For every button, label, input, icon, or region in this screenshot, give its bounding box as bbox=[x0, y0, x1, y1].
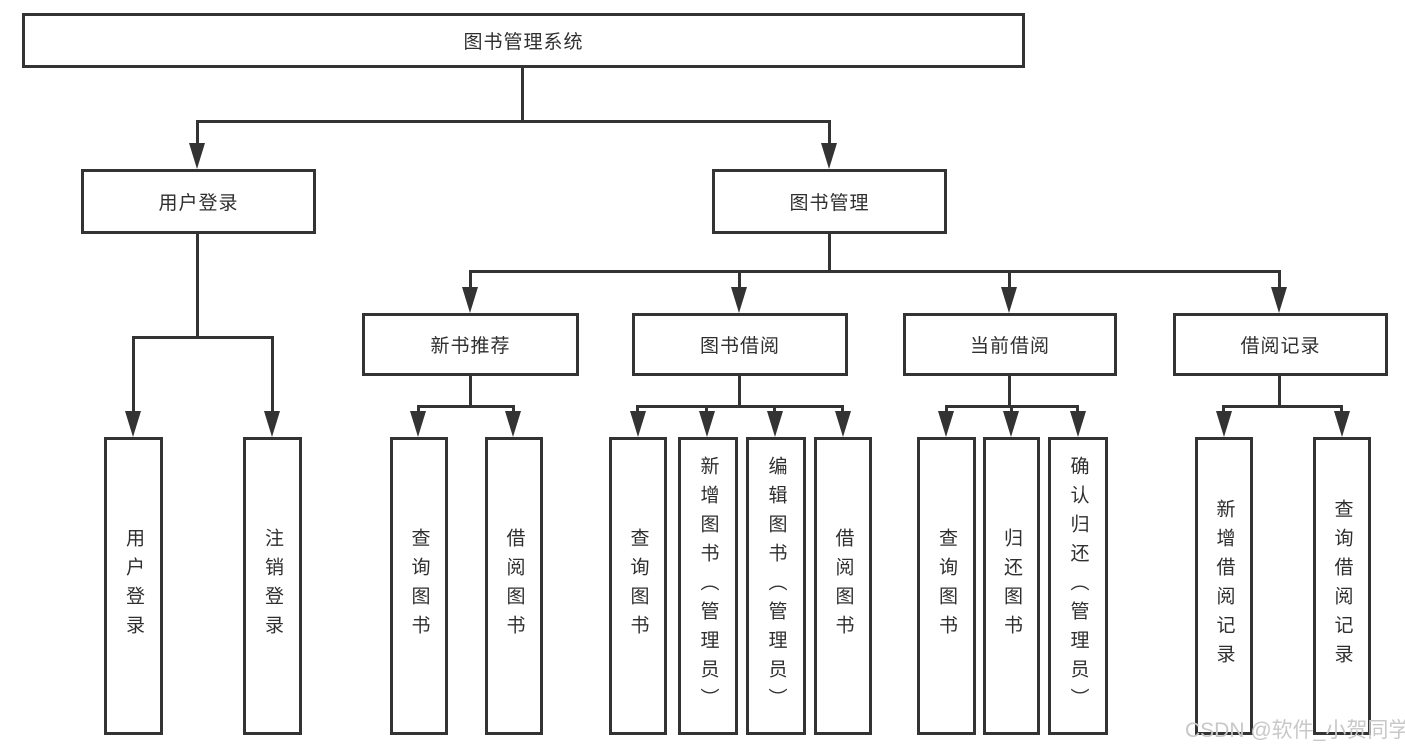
node-book-borrow: 图书借阅 bbox=[632, 313, 848, 376]
arrow-down-icon bbox=[630, 411, 646, 437]
connector-line bbox=[469, 270, 472, 290]
leaf-records-add-record: 新增借阅记录 bbox=[1195, 437, 1253, 735]
leaf-borrow-borrow-books: 借阅图书 bbox=[814, 437, 872, 735]
connector-line bbox=[828, 120, 831, 146]
node-new-book-rec: 新书推荐 bbox=[362, 313, 579, 376]
leaf-borrow-borrow-books-label: 借阅图书 bbox=[832, 528, 854, 644]
connector-line bbox=[196, 234, 199, 338]
leaf-current-return-books-label: 归还图书 bbox=[1001, 528, 1022, 644]
connector-line bbox=[132, 336, 135, 414]
leaf-borrow-add-books-admin: 新增图书（管理员） bbox=[678, 437, 738, 735]
arrow-down-icon bbox=[264, 411, 280, 437]
leaf-borrow-add-books-admin-label: 新增图书（管理员） bbox=[697, 455, 719, 717]
node-book-mgmt: 图书管理 bbox=[712, 169, 947, 234]
leaf-user-login-label: 用户登录 bbox=[123, 528, 144, 644]
connector-line bbox=[1008, 376, 1011, 407]
connector-line bbox=[636, 405, 844, 408]
node-root-label: 图书管理系统 bbox=[463, 32, 584, 53]
node-book-borrow-label: 图书借阅 bbox=[699, 336, 780, 357]
node-root: 图书管理系统 bbox=[22, 13, 1025, 68]
leaf-newbook-query-books: 查询图书 bbox=[390, 437, 448, 735]
leaf-borrow-query-books-label: 查询图书 bbox=[627, 528, 649, 644]
connector-line bbox=[197, 120, 831, 123]
arrow-down-icon bbox=[731, 287, 747, 313]
leaf-newbook-query-books-label: 查询图书 bbox=[408, 528, 430, 644]
leaf-borrow-edit-books-admin-label: 编辑图书（管理员） bbox=[765, 455, 787, 717]
connector-line bbox=[705, 405, 708, 414]
connector-line bbox=[1008, 270, 1011, 290]
connector-line bbox=[512, 405, 515, 414]
leaf-current-query-books-label: 查询图书 bbox=[936, 528, 957, 644]
arrow-down-icon bbox=[505, 411, 521, 437]
leaf-records-query-record-label: 查询借阅记录 bbox=[1331, 499, 1353, 673]
leaf-borrow-edit-books-admin: 编辑图书（管理员） bbox=[746, 437, 806, 735]
connector-line bbox=[773, 405, 776, 414]
arrow-down-icon bbox=[1070, 411, 1086, 437]
connector-line bbox=[945, 405, 948, 414]
arrow-down-icon bbox=[821, 143, 837, 169]
arrow-down-icon bbox=[1334, 411, 1350, 437]
leaf-newbook-borrow-books-label: 借阅图书 bbox=[503, 528, 525, 644]
node-current-borrow-label: 当前借阅 bbox=[969, 336, 1050, 357]
leaf-current-query-books: 查询图书 bbox=[917, 437, 976, 735]
arrow-down-icon bbox=[1001, 287, 1017, 313]
connector-line bbox=[417, 405, 515, 408]
connector-line bbox=[1010, 405, 1013, 414]
arrow-down-icon bbox=[699, 411, 715, 437]
leaf-records-add-record-label: 新增借阅记录 bbox=[1213, 499, 1235, 673]
arrow-down-icon bbox=[1003, 411, 1019, 437]
arrow-down-icon bbox=[462, 287, 478, 313]
leaf-user-login: 用户登录 bbox=[104, 437, 163, 735]
arrow-down-icon bbox=[410, 411, 426, 437]
arrow-down-icon bbox=[125, 411, 141, 437]
leaf-newbook-borrow-books: 借阅图书 bbox=[485, 437, 543, 735]
node-borrow-records: 借阅记录 bbox=[1173, 313, 1388, 376]
node-user-login: 用户登录 bbox=[81, 169, 316, 234]
node-current-borrow: 当前借阅 bbox=[903, 313, 1117, 376]
connector-line bbox=[841, 405, 844, 414]
leaf-borrow-query-books: 查询图书 bbox=[609, 437, 667, 735]
connector-line bbox=[521, 68, 524, 121]
connector-line bbox=[1076, 405, 1079, 414]
connector-line bbox=[417, 405, 420, 414]
connector-line bbox=[1278, 270, 1281, 290]
leaf-records-query-record: 查询借阅记录 bbox=[1313, 437, 1371, 735]
connector-line bbox=[738, 376, 741, 407]
connector-line bbox=[636, 405, 639, 414]
leaf-logout-label: 注销登录 bbox=[262, 528, 283, 644]
connector-line bbox=[1222, 405, 1225, 414]
node-borrow-records-label: 借阅记录 bbox=[1240, 336, 1321, 357]
connector-line bbox=[469, 270, 1281, 273]
connector-line bbox=[271, 336, 274, 414]
connector-line bbox=[738, 270, 741, 290]
arrow-down-icon bbox=[835, 411, 851, 437]
connector-line bbox=[1222, 405, 1342, 408]
connector-line bbox=[469, 376, 472, 407]
connector-line bbox=[132, 336, 274, 339]
leaf-current-confirm-return-admin: 确认归还（管理员） bbox=[1048, 437, 1108, 735]
connector-line bbox=[196, 120, 199, 146]
connector-line bbox=[1278, 376, 1281, 407]
connector-line bbox=[828, 234, 831, 272]
arrow-down-icon bbox=[189, 143, 205, 169]
csdn-watermark: CSDN @软件_小贺同学 bbox=[1185, 719, 1405, 742]
connector-line bbox=[1340, 405, 1343, 414]
leaf-logout: 注销登录 bbox=[243, 437, 302, 735]
arrow-down-icon bbox=[767, 411, 783, 437]
node-new-book-rec-label: 新书推荐 bbox=[430, 336, 511, 357]
arrow-down-icon bbox=[1271, 287, 1287, 313]
arrow-down-icon bbox=[1216, 411, 1232, 437]
arrow-down-icon bbox=[938, 411, 954, 437]
node-book-mgmt-label: 图书管理 bbox=[789, 193, 870, 214]
leaf-current-confirm-return-admin-label: 确认归还（管理员） bbox=[1067, 455, 1089, 717]
node-user-login-label: 用户登录 bbox=[158, 193, 239, 214]
leaf-current-return-books: 归还图书 bbox=[983, 437, 1040, 735]
